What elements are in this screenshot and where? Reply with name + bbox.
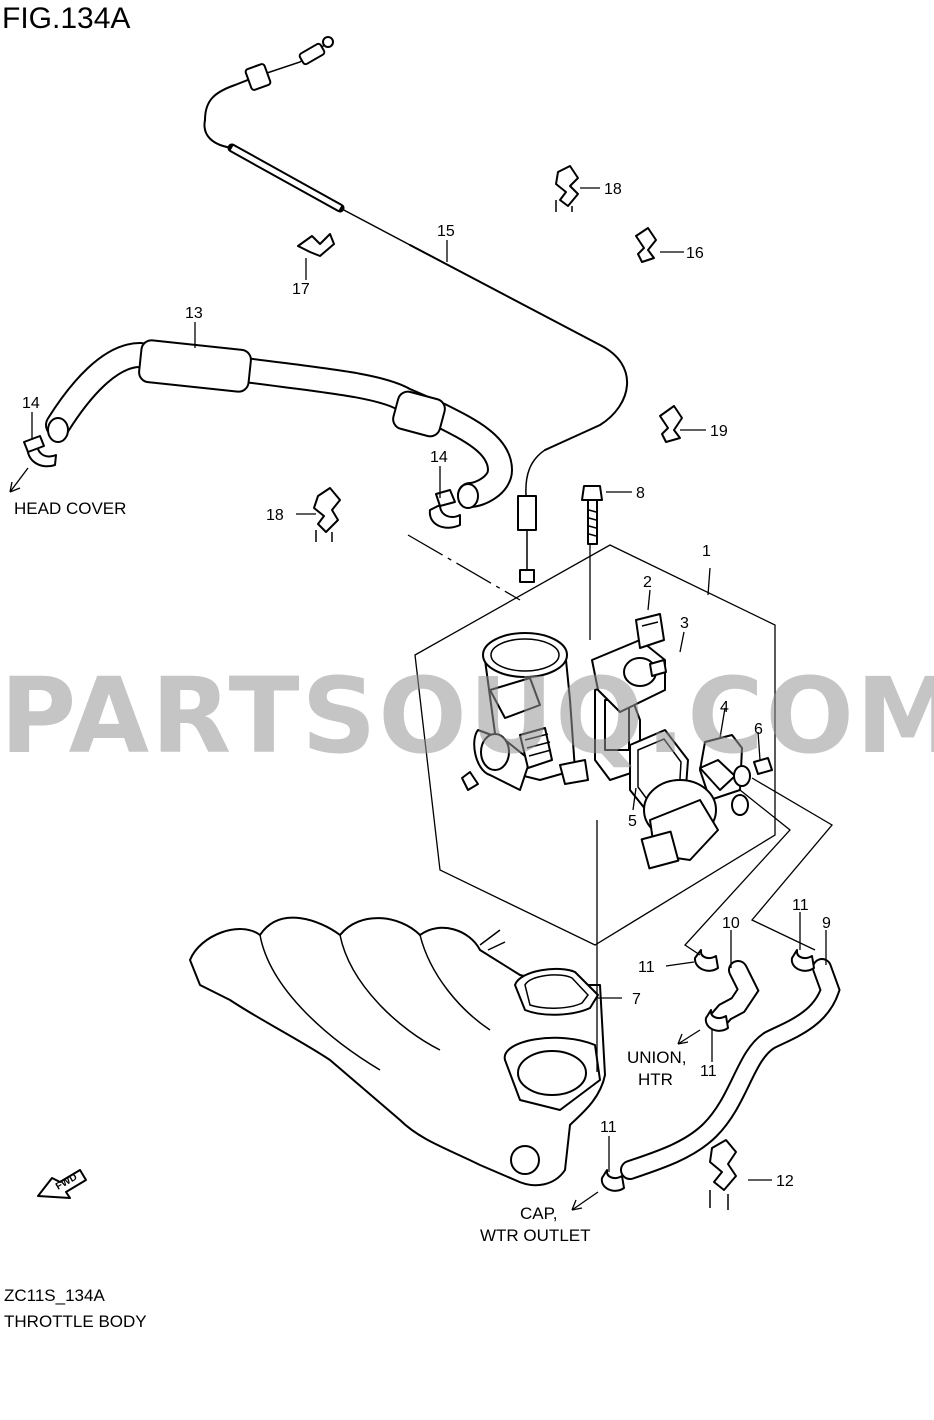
figure-title: FIG.134A <box>2 2 131 35</box>
callout-8: 8 <box>636 485 645 502</box>
callout-17: 17 <box>292 281 310 298</box>
callout-4: 4 <box>720 699 729 716</box>
watermark: PARTSOUQ.COM <box>0 655 934 777</box>
callout-16: 16 <box>686 245 704 262</box>
callout-9: 9 <box>822 915 831 932</box>
clip-17[interactable] <box>297 233 335 257</box>
callout-12: 12 <box>776 1173 794 1190</box>
throttle-position-sensor[interactable] <box>591 613 666 713</box>
water-hose-9[interactable] <box>620 958 841 1180</box>
hose-clamp-11-d[interactable] <box>600 1169 625 1192</box>
hose-clamp-11-a[interactable] <box>694 949 719 972</box>
note-union: UNION, <box>627 1048 687 1067</box>
callouts: 1 2 3 4 5 6 7 8 9 10 11 11 11 11 12 13 1… <box>22 181 831 1190</box>
guide-lines <box>9 187 833 1211</box>
callout-2: 2 <box>643 574 652 591</box>
bolt-8[interactable] <box>581 485 603 545</box>
clip-18-top[interactable] <box>555 165 579 212</box>
clip-16[interactable] <box>635 227 657 263</box>
clip-12[interactable] <box>709 1139 737 1210</box>
callout-18-a: 18 <box>604 181 622 198</box>
callout-5: 5 <box>628 813 637 830</box>
fwd-arrow-icon: FWD <box>37 1169 87 1199</box>
callout-11-d: 11 <box>600 1119 617 1136</box>
callout-7: 7 <box>632 991 641 1008</box>
note-head-cover: HEAD COVER <box>14 499 126 518</box>
callout-18-b: 18 <box>266 507 284 524</box>
figure-code: ZC11S_134A <box>4 1286 105 1305</box>
callout-14-a: 14 <box>22 395 40 412</box>
idle-air-control-valve[interactable] <box>640 734 751 870</box>
breather-hose[interactable] <box>45 339 514 509</box>
callout-11-c: 11 <box>700 1063 717 1080</box>
note-htr: HTR <box>638 1070 673 1089</box>
figure-name: THROTTLE BODY <box>4 1312 147 1331</box>
water-hose-10[interactable] <box>708 960 760 1030</box>
callout-10: 10 <box>722 915 740 932</box>
intake-manifold[interactable] <box>189 916 606 1187</box>
clip-18-left[interactable] <box>313 487 341 542</box>
screw-6[interactable] <box>753 757 773 775</box>
callout-6: 6 <box>754 721 763 738</box>
clip-19[interactable] <box>659 405 683 443</box>
throttle-cable[interactable] <box>203 36 628 583</box>
callout-1: 1 <box>702 543 711 560</box>
hose-clamp-11-c[interactable] <box>704 1009 729 1032</box>
callout-11-b: 11 <box>792 897 809 914</box>
callout-3: 3 <box>680 615 689 632</box>
callout-13: 13 <box>185 305 203 322</box>
gasket-7[interactable] <box>514 967 599 1016</box>
callout-11-a: 11 <box>638 959 655 976</box>
hose-clamp-14-left[interactable] <box>23 435 57 468</box>
note-wtr-outlet: WTR OUTLET <box>480 1226 591 1245</box>
hose-clamp-11-b[interactable] <box>790 949 815 972</box>
assembly-frame <box>414 544 776 946</box>
screw-3[interactable] <box>649 659 667 677</box>
note-cap: CAP, <box>520 1204 558 1223</box>
callout-19: 19 <box>710 423 728 440</box>
hose-clamp-14-center[interactable] <box>428 489 461 529</box>
callout-15: 15 <box>437 223 455 240</box>
callout-14-b: 14 <box>430 449 448 466</box>
destination-notes: HEAD COVER UNION, HTR CAP, WTR OUTLET <box>14 499 687 1245</box>
